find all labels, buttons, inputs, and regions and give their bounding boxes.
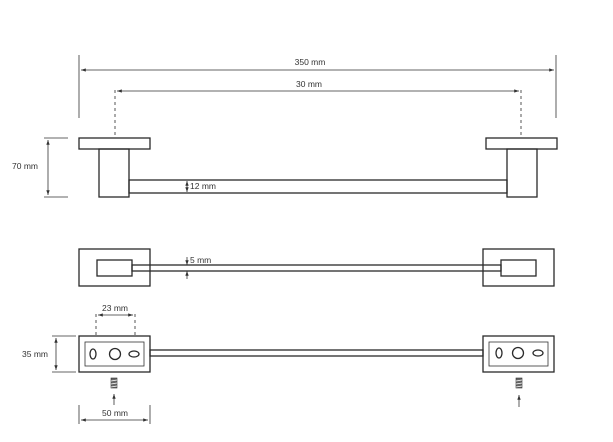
towel-bar-top — [131, 264, 502, 272]
overall-length-label: 350 mm — [295, 57, 326, 67]
rear-view: 23 mm 35 mm — [22, 303, 555, 424]
left-post-top — [96, 259, 133, 277]
right-wall-plate — [485, 137, 558, 150]
left-slot-hole-icon — [128, 350, 140, 358]
left-post — [98, 148, 130, 198]
towel-bar-rear — [149, 349, 484, 357]
bracket-width-label: 23 mm — [102, 303, 128, 313]
right-post — [506, 148, 538, 198]
bar-thickness-label: 12 mm — [190, 181, 216, 191]
top-view: 5 mm — [78, 248, 555, 287]
left-wall-plate — [78, 137, 151, 150]
left-mount-bracket — [84, 341, 145, 367]
right-oval-hole-icon — [495, 347, 503, 359]
left-screw-icon — [110, 377, 118, 389]
left-oval-hole-icon — [89, 348, 97, 360]
left-round-hole-icon — [108, 347, 122, 361]
right-base-top — [482, 248, 555, 287]
right-round-hole-icon — [511, 346, 525, 360]
plate-height-label: 35 mm — [22, 349, 48, 359]
right-mount-bracket — [488, 341, 549, 367]
inner-length-label: 30 mm — [296, 79, 322, 89]
height-label: 70 mm — [12, 161, 38, 171]
right-screw-icon — [515, 377, 523, 389]
right-slot-hole-icon — [532, 349, 544, 357]
front-view: 350 mm 30 mm 70 mm 12 mm — [12, 55, 558, 198]
towel-bar-front — [128, 179, 508, 194]
plate-width-label: 50 mm — [102, 408, 128, 418]
right-post-top — [500, 259, 537, 277]
left-base-top — [78, 248, 151, 287]
bar-depth-label: 5 mm — [190, 255, 211, 265]
